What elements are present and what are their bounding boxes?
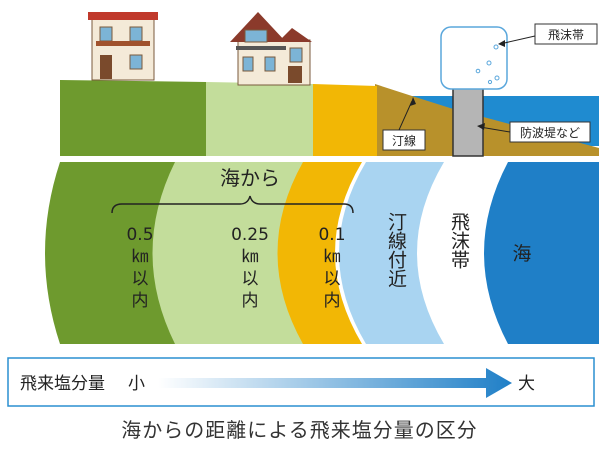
figure-caption: 海からの距離による飛来塩分量の区分 — [121, 418, 478, 442]
ground-zone-2 — [206, 82, 313, 156]
spray-zone-band-label: 飛沫帯 — [448, 212, 470, 269]
shoreline-label: 汀線 — [392, 133, 416, 148]
zone-3-char-2: 内 — [324, 291, 341, 311]
group-label: 海から — [220, 166, 280, 190]
breakwater-arrow — [479, 126, 511, 133]
zone-3-unit: ㎞ — [324, 247, 341, 267]
spray-droplets — [475, 44, 500, 85]
house-icon — [230, 12, 312, 86]
shoreline-label-box — [382, 129, 426, 151]
scale-bar-large: 大 — [518, 374, 535, 394]
shoreline-arrowhead — [410, 97, 416, 106]
zone-1-char-1: 以 — [132, 269, 149, 289]
zone-left-edge — [0, 162, 60, 344]
ground-zone-3 — [313, 84, 377, 156]
zone-2-char-1: 以 — [242, 269, 259, 289]
scale-bar-small: 小 — [128, 374, 145, 394]
spray-zone-outline — [440, 26, 508, 90]
zone-2-distance: 0.25 — [231, 225, 269, 245]
zone-1-unit: ㎞ — [132, 247, 149, 267]
spray-arrowhead — [498, 40, 505, 47]
zone-2-char-2: 内 — [242, 291, 259, 311]
house-icon — [88, 12, 158, 81]
zone-1-distance: 0.5 — [126, 225, 153, 245]
breakwater-label: 防波堤など — [520, 125, 580, 140]
sea-label: 海 — [512, 243, 531, 265]
shoreline-near-label: 汀線付近 — [385, 212, 407, 288]
scale-bar-label: 飛来塩分量 — [20, 374, 105, 394]
scale-arrow — [158, 368, 512, 398]
zone-3-char-1: 以 — [324, 269, 341, 289]
spray-arrow — [499, 35, 536, 45]
spray-zone-label: 飛沫帯 — [548, 28, 584, 42]
breakwater-arrowhead — [477, 123, 485, 130]
zone-2-unit: ㎞ — [242, 247, 259, 267]
group-brace — [111, 195, 354, 214]
zone-3-label: 0.1 ㎞ 以 内 — [318, 225, 345, 311]
zone-2-label: 0.25 ㎞ 以 内 — [231, 225, 269, 311]
zone-3-distance: 0.1 — [318, 225, 345, 245]
zone-1-char-2: 内 — [132, 291, 149, 311]
zone-1-label: 0.5 ㎞ 以 内 — [126, 225, 153, 311]
ground-zone-1 — [60, 80, 206, 156]
spray-zone-label-box — [534, 23, 598, 45]
shoreline-arrow — [398, 100, 413, 131]
